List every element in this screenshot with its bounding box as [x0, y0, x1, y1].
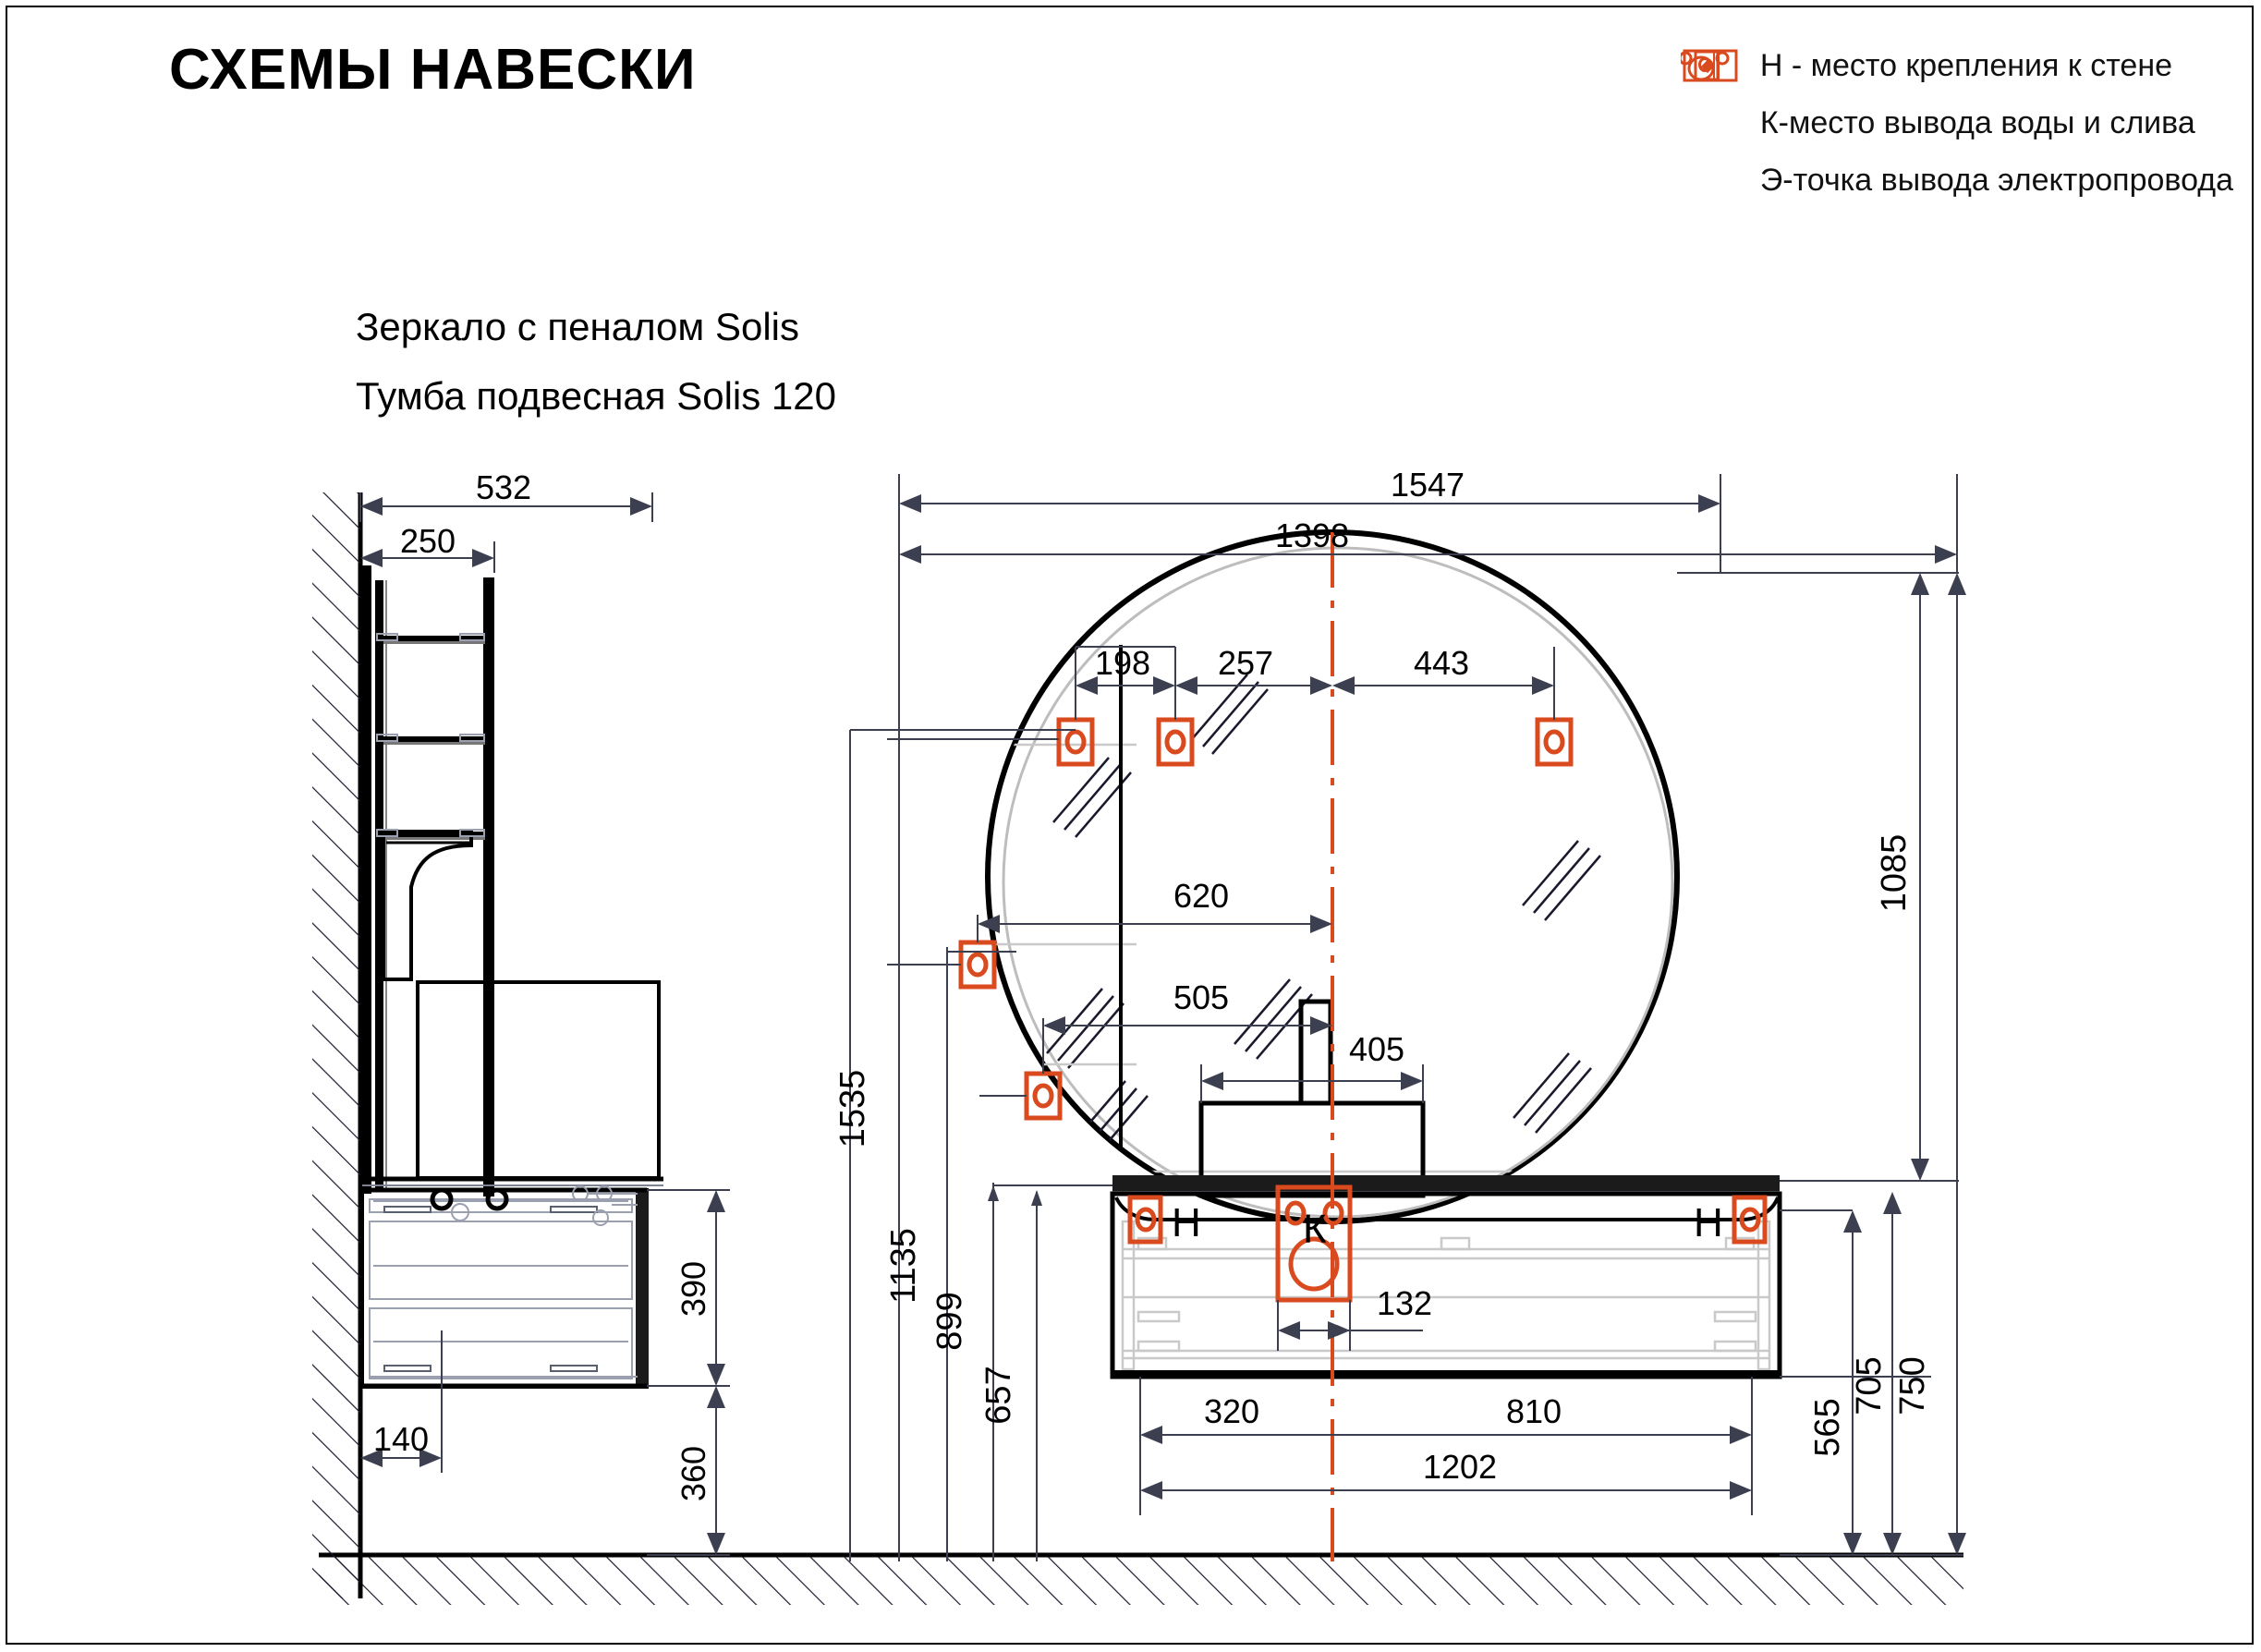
dim-390: 390 — [675, 1261, 712, 1317]
floor — [319, 1552, 1963, 1605]
dim-1535: 1535 — [833, 1070, 872, 1148]
legend-item-label: Э-точка вывода электропровода — [1759, 162, 2233, 198]
legend-item-water-outlet: К-место вывода воды и слива — [1680, 49, 2195, 144]
dim-132: 132 — [1377, 1284, 1432, 1322]
dim-443: 443 — [1414, 644, 1469, 682]
product-name-mirror: Зеркало с пеналом Solis — [356, 305, 799, 348]
cabinet-mount-markers — [1127, 1184, 1768, 1303]
dim-360: 360 — [675, 1446, 712, 1501]
legend-item-electric-point: Э-точка вывода электропровода — [1681, 59, 2233, 201]
dim-140: 140 — [373, 1420, 429, 1458]
dim-899: 899 — [930, 1292, 969, 1350]
product-name-cabinet: Тумба подвесная Solis 120 — [356, 374, 836, 418]
legend: Н - место крепления к стене К-место выво… — [1680, 44, 2233, 201]
cabinet-bottom-dimensions — [1139, 1377, 1753, 1515]
marker-label-h-left: Н — [1172, 1200, 1201, 1245]
dim-1135: 1135 — [884, 1228, 923, 1304]
page-border — [6, 6, 2254, 1645]
front-view-cabinet — [1110, 1191, 1782, 1379]
side-view-dimensions — [359, 492, 730, 1556]
page-title: СХЕМЫ НАВЕСКИ — [169, 38, 697, 102]
legend-item-label: К-место вывода воды и слива — [1759, 104, 2195, 140]
side-view-tall-cabinet — [362, 565, 494, 1196]
side-view-countertop — [362, 980, 663, 1186]
dim-505: 505 — [1173, 978, 1229, 1016]
mid-dimensions — [977, 915, 1424, 1103]
legend-item-label: Н - место крепления к стене — [1759, 47, 2173, 83]
water-outlet-marker — [1275, 1184, 1353, 1303]
dim-620: 620 — [1173, 877, 1229, 915]
mount-spacing-dimensions — [1076, 646, 1554, 695]
dim-705: 705 — [1850, 1356, 1889, 1415]
dim-257: 257 — [1218, 644, 1273, 682]
dim-405: 405 — [1349, 1030, 1404, 1068]
dim-750: 750 — [1893, 1356, 1932, 1415]
dim-565: 565 — [1808, 1398, 1847, 1456]
dim-1202: 1202 — [1423, 1448, 1497, 1486]
dim-1085: 1085 — [1875, 834, 1914, 913]
side-view-drawer-unit — [360, 1185, 649, 1389]
wall-side-view — [312, 492, 363, 1598]
vertical-dimensions-right — [1677, 572, 1966, 1556]
dim-657: 657 — [979, 1366, 1018, 1424]
dim-320: 320 — [1204, 1392, 1259, 1430]
drain-offset-dimension — [1277, 1300, 1423, 1351]
dim-532: 532 — [476, 468, 531, 506]
front-view-mirror — [985, 529, 1680, 1224]
dim-1398: 1398 — [1275, 516, 1349, 554]
dim-198: 198 — [1095, 644, 1150, 682]
dim-250: 250 — [400, 522, 456, 560]
dim-810: 810 — [1506, 1392, 1562, 1430]
vertical-dimensions-left — [849, 729, 1112, 1561]
dim-1547: 1547 — [1391, 466, 1465, 504]
marker-label-h-right: Н — [1694, 1200, 1723, 1245]
front-view-countertop — [1112, 1175, 1780, 1193]
marker-label-k: К — [1303, 1207, 1327, 1252]
